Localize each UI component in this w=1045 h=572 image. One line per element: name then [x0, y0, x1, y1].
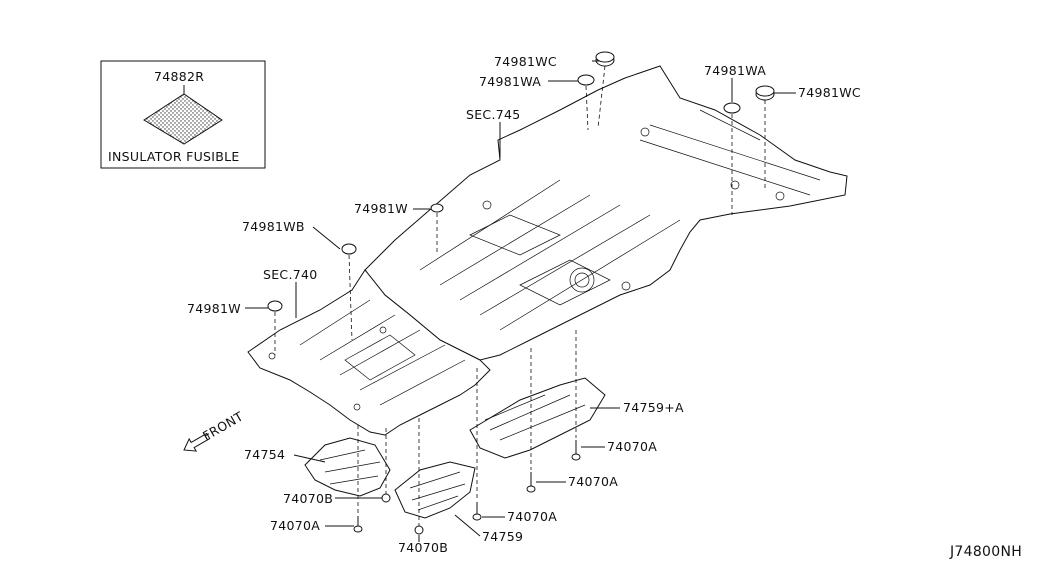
callout-74754: 74754: [244, 447, 285, 462]
diagram-code: J74800NH: [949, 544, 1022, 560]
callout-74981WA-left: 74981WA: [479, 74, 541, 89]
callout-74981WC-top: 74981WC: [494, 54, 557, 69]
under-cover-74754: [304, 437, 391, 497]
plug-74981WA-left: [577, 74, 595, 86]
front-direction-indicator: FRONT: [183, 408, 246, 452]
legend-part-number: 74882R: [154, 69, 204, 84]
plug-74981W-mid: [430, 203, 444, 213]
assembly-dashed-lines: [274, 65, 766, 526]
under-cover-74759: [394, 461, 476, 519]
callout-74981W-mid: 74981W: [354, 201, 408, 216]
rear-floor-panel: [364, 65, 848, 361]
callout-74759A: 74759+A: [623, 400, 684, 415]
legend-caption: INSULATOR FUSIBLE: [108, 149, 240, 164]
front-label: FRONT: [200, 408, 246, 443]
insulator-pad-shape: [143, 93, 223, 145]
callout-74070B-1: 74070B: [283, 491, 333, 506]
callout-74070A-2: 74070A: [568, 474, 618, 489]
clip-74070B-2: [414, 525, 424, 535]
callout-74981W-left: 74981W: [187, 301, 241, 316]
plug-74981WB: [341, 243, 357, 255]
callout-74070A-4: 74070A: [270, 518, 320, 533]
callout-74070B-2: 74070B: [398, 540, 448, 555]
plug-74981WA-right: [723, 102, 741, 114]
callout-74070A-3: 74070A: [507, 509, 557, 524]
callout-74981WA-right: 74981WA: [704, 63, 766, 78]
bolt-74070A-3: [472, 502, 482, 521]
callout-sec-740: SEC.740: [263, 267, 318, 282]
leader-lines: [245, 60, 796, 542]
callout-74981WB: 74981WB: [242, 219, 305, 234]
callout-74070A-1: 74070A: [607, 439, 657, 454]
callout-74759: 74759: [482, 529, 523, 544]
clip-74070B-1: [381, 493, 391, 503]
under-cover-74759A: [469, 377, 606, 459]
insulator-legend-box: 74882R INSULATOR FUSIBLE: [100, 60, 266, 169]
callout-74981WC-right: 74981WC: [798, 85, 861, 100]
plug-74981WC-right: [755, 85, 775, 101]
plug-74981W-left: [267, 300, 283, 312]
bolt-74070A-4: [353, 516, 363, 533]
plug-74981WC-top: [595, 51, 615, 67]
bolt-74070A-2: [526, 472, 536, 493]
callout-sec-745: SEC.745: [466, 107, 521, 122]
front-floor-panel: [247, 269, 491, 436]
bolt-74070A-1: [571, 440, 581, 461]
